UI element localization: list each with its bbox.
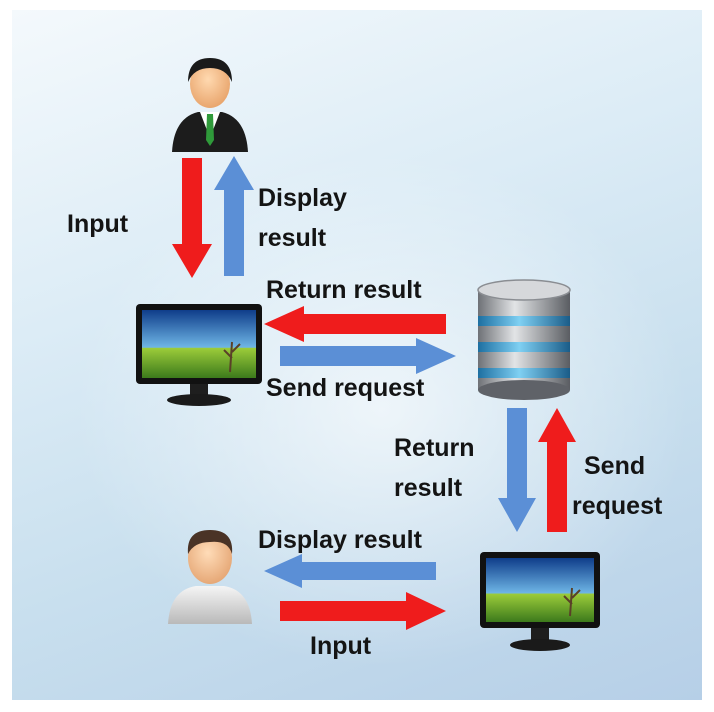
send-request-arrow-up [538, 408, 576, 532]
return-result-arrow-left [264, 306, 446, 342]
return-label-line2: result [394, 474, 463, 502]
top-display-label-line1: Display [258, 184, 347, 212]
user-icon [164, 524, 256, 624]
send-request-label-top: Send request [266, 374, 425, 402]
return-result-label-top: Return result [266, 276, 422, 304]
send-label-line2: request [572, 492, 663, 520]
bottom-input-label: Input [310, 632, 372, 660]
top-input-label: Input [67, 210, 129, 238]
top-display-label-line2: result [258, 224, 327, 252]
diagram-canvas: Input Display result Return result Send … [12, 10, 702, 700]
input-arrow-down [172, 158, 212, 278]
display-result-arrow-up [214, 156, 254, 276]
display-result-arrow-left [264, 554, 436, 588]
send-label-line1: Send [584, 452, 646, 480]
monitor-icon [134, 302, 264, 410]
user-businessman-icon [170, 52, 250, 152]
send-request-arrow-right [280, 338, 456, 374]
database-icon [474, 278, 574, 402]
return-result-arrow-down [498, 408, 536, 532]
return-label-line1: Return [394, 434, 475, 462]
monitor-icon [478, 550, 602, 654]
input-arrow-right [280, 592, 446, 630]
bottom-display-label: Display result [258, 526, 422, 554]
